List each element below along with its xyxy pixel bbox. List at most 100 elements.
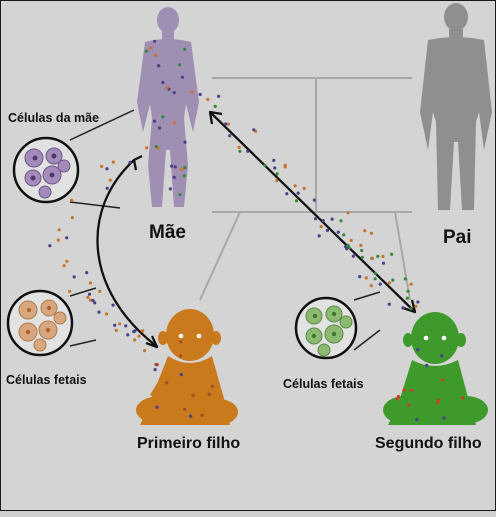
cell-dot xyxy=(100,164,104,168)
cell-dot xyxy=(351,254,355,258)
cell-dot xyxy=(93,301,97,305)
cell-dot xyxy=(246,149,250,153)
cell-dot xyxy=(154,362,158,367)
cell-dot xyxy=(65,236,69,240)
cell-dot xyxy=(273,166,277,170)
cell-dot xyxy=(360,255,364,259)
cell-dot xyxy=(285,192,289,196)
cell-dot xyxy=(68,289,72,293)
cell-dot xyxy=(126,333,130,337)
cell-dot xyxy=(143,349,147,353)
cell-dot xyxy=(179,340,183,344)
cell-dot xyxy=(157,126,162,130)
cell-dot xyxy=(213,104,217,108)
first-child-figure xyxy=(136,309,238,425)
cell-dot xyxy=(224,122,228,126)
cell-dot xyxy=(319,225,323,229)
cell-dot xyxy=(88,281,93,285)
second-child-branch xyxy=(394,211,411,301)
cell-dot xyxy=(152,119,157,123)
second-child-label: Segundo filho xyxy=(375,435,482,452)
cell-dot xyxy=(381,261,386,265)
cell-dot xyxy=(183,166,187,170)
cell-dot xyxy=(369,284,373,288)
cell-dot xyxy=(226,122,230,126)
cell-dot xyxy=(312,198,316,202)
cell-dot xyxy=(217,94,221,98)
cell-dot xyxy=(401,306,405,310)
cell-dot xyxy=(145,146,149,150)
mother-cells-magnifier xyxy=(12,109,135,209)
cell-dot xyxy=(179,354,183,358)
cell-dot xyxy=(210,384,214,388)
cell-dot xyxy=(275,172,279,176)
cell-dot xyxy=(190,90,194,94)
cell-dot xyxy=(440,354,444,358)
cell-dot xyxy=(238,149,242,153)
cell-dot xyxy=(87,292,92,296)
cell-dot xyxy=(149,46,153,50)
cell-dot xyxy=(154,145,158,149)
cell-dot xyxy=(405,296,409,300)
cell-dot xyxy=(157,64,161,68)
cell-dot xyxy=(416,300,420,304)
cell-dot xyxy=(105,167,109,171)
fetal-cells-green-magnifier xyxy=(294,291,381,360)
cell-dot xyxy=(141,329,145,333)
cell-dot xyxy=(88,298,92,302)
cell-dot xyxy=(124,324,128,328)
cell-dot xyxy=(381,254,385,259)
cell-dot xyxy=(172,175,176,179)
fetal-cells-right-label: Células fetais xyxy=(283,377,364,391)
cell-dot xyxy=(206,97,210,101)
cell-dot xyxy=(369,231,373,235)
cell-dot xyxy=(409,307,413,311)
cell-dot xyxy=(387,281,392,285)
cell-dot xyxy=(390,252,394,256)
mother-figure xyxy=(137,7,199,207)
cell-dot xyxy=(416,348,420,352)
cell-dot xyxy=(168,187,172,191)
cell-dot xyxy=(409,282,413,286)
cell-dot xyxy=(302,186,306,190)
cell-dots xyxy=(48,39,464,422)
cell-dot xyxy=(263,163,267,167)
cell-dot xyxy=(154,53,158,57)
cell-dot xyxy=(189,414,193,418)
cell-dot xyxy=(406,289,410,293)
cell-dot xyxy=(180,75,184,79)
family-tree-lines xyxy=(199,77,412,301)
first-child-eyes xyxy=(178,333,202,339)
cell-dot xyxy=(105,186,109,190)
fetal-cells-left-label: Células fetais xyxy=(6,373,87,387)
cell-dot xyxy=(321,219,325,223)
cell-dot xyxy=(207,392,211,396)
cell-dot xyxy=(346,243,350,248)
cell-dot xyxy=(349,238,353,242)
cell-dot xyxy=(364,276,368,280)
cell-dot xyxy=(442,416,446,420)
cell-dot xyxy=(153,368,157,372)
cell-dot xyxy=(70,216,74,220)
cell-dot xyxy=(70,198,74,202)
cell-dot xyxy=(65,259,69,263)
father-figure xyxy=(420,3,492,210)
cell-dot xyxy=(183,47,187,51)
cell-dot xyxy=(296,191,300,195)
cell-dot xyxy=(294,199,299,203)
cell-dot xyxy=(137,334,141,338)
cell-dot xyxy=(336,230,340,234)
arrow-mother-to-first-child xyxy=(96,154,159,349)
cell-dot xyxy=(330,217,334,221)
arrow-mother-second-child xyxy=(208,110,417,314)
cell-dot xyxy=(376,254,380,258)
cell-dot xyxy=(161,115,165,119)
cell-dot xyxy=(345,247,349,251)
cell-dot xyxy=(403,277,407,281)
cell-dot xyxy=(170,164,174,168)
cell-dot xyxy=(128,160,132,165)
cell-dot xyxy=(359,243,363,247)
cell-dot xyxy=(132,330,136,334)
cell-dot xyxy=(114,328,118,332)
cell-dot xyxy=(62,264,66,268)
